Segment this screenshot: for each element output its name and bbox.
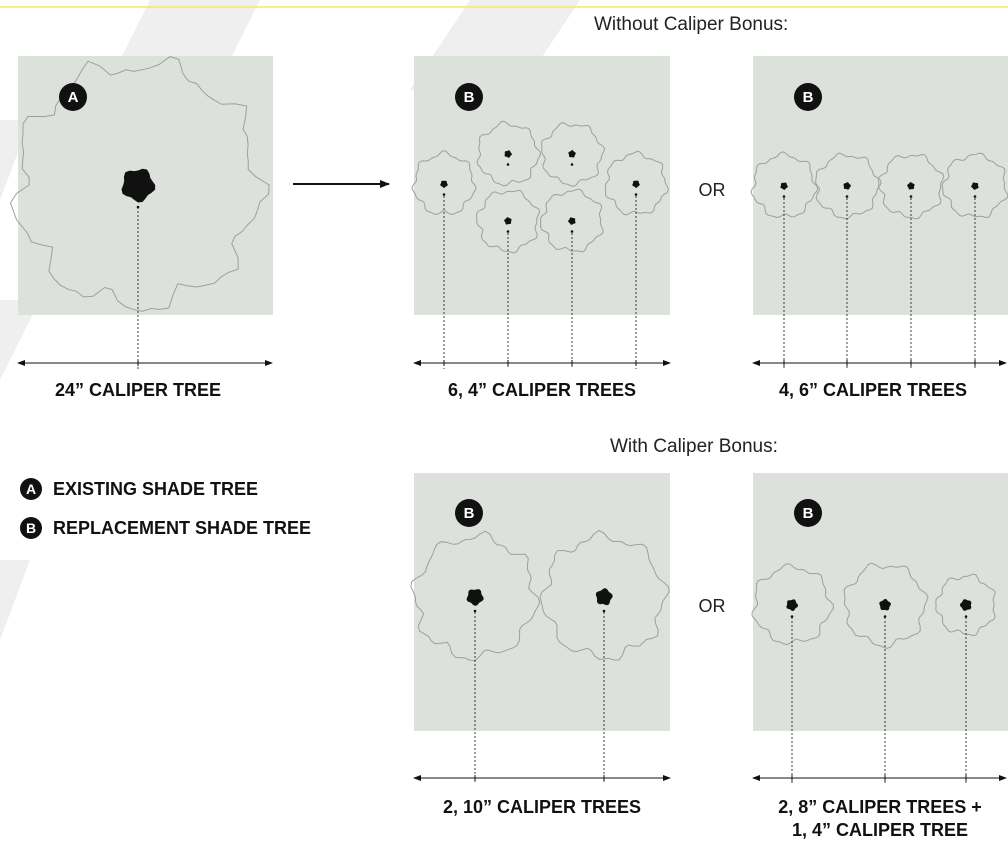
or-connector-bottom: OR — [699, 596, 726, 616]
dimension-lines — [17, 196, 1007, 784]
tree-trunk — [440, 180, 448, 188]
tree-crown — [604, 150, 669, 216]
tree-center-dot — [602, 609, 606, 613]
tree-crowns — [9, 56, 1008, 662]
tree-center-dot — [909, 195, 913, 198]
tree — [475, 189, 541, 254]
legend-label-replacement: REPLACEMENT SHADE TREE — [53, 517, 312, 538]
tree-crown — [540, 122, 606, 187]
tree-trunk — [879, 598, 891, 611]
tree-crown — [410, 530, 541, 662]
heading-without-bonus: Without Caliper Bonus: — [594, 14, 789, 35]
watermark-shape — [0, 560, 30, 640]
tree — [935, 573, 996, 637]
svg-text:B: B — [803, 89, 814, 106]
legend-item-existing: A EXISTING SHADE TREE — [20, 477, 258, 501]
tree — [751, 563, 835, 646]
tree — [476, 120, 542, 187]
tree-trunk — [632, 180, 640, 188]
tree — [411, 150, 477, 215]
badge-a-existing: A — [59, 83, 87, 111]
svg-text:B: B — [803, 505, 814, 522]
tree — [878, 154, 945, 220]
tree-trunk — [504, 150, 512, 158]
tree-crown — [539, 529, 670, 661]
or-connector-top: OR — [699, 180, 726, 200]
tree-crown — [941, 152, 1008, 218]
badge-b-six-four: B — [455, 83, 483, 111]
tree-center-dot — [964, 615, 968, 618]
tree — [815, 152, 882, 220]
tree — [540, 122, 606, 187]
tree-trunk — [971, 182, 979, 190]
legend-badge-b: B — [20, 517, 42, 539]
caption-two-ten: 2, 10” CALIPER TREES — [442, 797, 642, 817]
caption-mixed-line1: 2, 8” CALIPER TREES + — [778, 797, 982, 817]
tree-center-dot — [442, 193, 446, 196]
tree — [750, 151, 819, 219]
tree-center-dot — [506, 230, 510, 233]
tree-crown — [9, 56, 270, 312]
tree-crown — [475, 189, 541, 254]
tree-crown — [411, 150, 477, 215]
tree-center-dot — [506, 163, 510, 166]
tree-center-dot — [473, 609, 477, 613]
badge-b-two-ten: B — [455, 499, 483, 527]
tree-crown — [540, 188, 604, 253]
tree-trunk — [504, 217, 512, 225]
tree-crown — [843, 562, 929, 649]
tree-center-dot — [570, 163, 574, 166]
caption-four-six: 4, 6” CALIPER TREES — [778, 380, 968, 400]
panel-two-ten — [414, 473, 670, 731]
watermark-shape — [0, 300, 40, 380]
tree-center-dot — [782, 195, 786, 198]
tree-crown — [750, 151, 819, 219]
tree-trunk — [121, 168, 156, 203]
tree-trunk — [786, 599, 798, 611]
caption-mixed: 2, 8” CALIPER TREES + 1, 4” CALIPER TREE — [760, 796, 1000, 842]
tree-trunk — [466, 589, 484, 606]
tree — [9, 56, 270, 312]
tree-trunk — [843, 182, 851, 190]
tree-trunk — [907, 182, 915, 190]
badge-b-four-six: B — [794, 83, 822, 111]
heading-with-bonus: With Caliper Bonus: — [610, 436, 778, 457]
legend-label-existing: EXISTING SHADE TREE — [53, 478, 259, 499]
tree-trunk — [959, 599, 972, 611]
tree — [410, 530, 541, 662]
tree-trunk — [568, 150, 576, 158]
tree — [604, 150, 669, 216]
tree-center-dot — [973, 195, 977, 198]
tree-crown — [476, 120, 542, 187]
legend-badge-a: A — [20, 478, 42, 500]
tree-center-dot — [634, 193, 638, 196]
tree-crown — [751, 563, 835, 646]
panel-four-six — [753, 56, 1008, 315]
caption-mixed-line2: 1, 4” CALIPER TREE — [791, 820, 969, 840]
svg-text:B: B — [464, 505, 475, 522]
tree — [843, 562, 929, 649]
tree-center-dot — [883, 615, 887, 618]
tree — [941, 152, 1008, 218]
tree — [540, 188, 604, 253]
caption-existing: 24” CALIPER TREE — [54, 380, 222, 400]
caption-six-four: 6, 4” CALIPER TREES — [447, 380, 637, 400]
tree-trunk — [780, 182, 788, 190]
panel-six-four — [414, 56, 670, 315]
badge-b-mixed: B — [794, 499, 822, 527]
tree-trunk — [568, 217, 576, 225]
legend-item-replacement: B REPLACEMENT SHADE TREE — [20, 516, 311, 540]
tree-crown — [815, 152, 882, 220]
tree-center-dot — [845, 195, 849, 198]
tree-crown — [935, 573, 996, 637]
tree-crown — [878, 154, 945, 220]
tree-center-dot — [570, 230, 574, 233]
svg-text:A: A — [68, 89, 79, 106]
tree — [539, 529, 670, 661]
tree-trunk — [595, 588, 613, 606]
tree-center-dot — [790, 615, 794, 618]
svg-text:B: B — [464, 89, 475, 106]
